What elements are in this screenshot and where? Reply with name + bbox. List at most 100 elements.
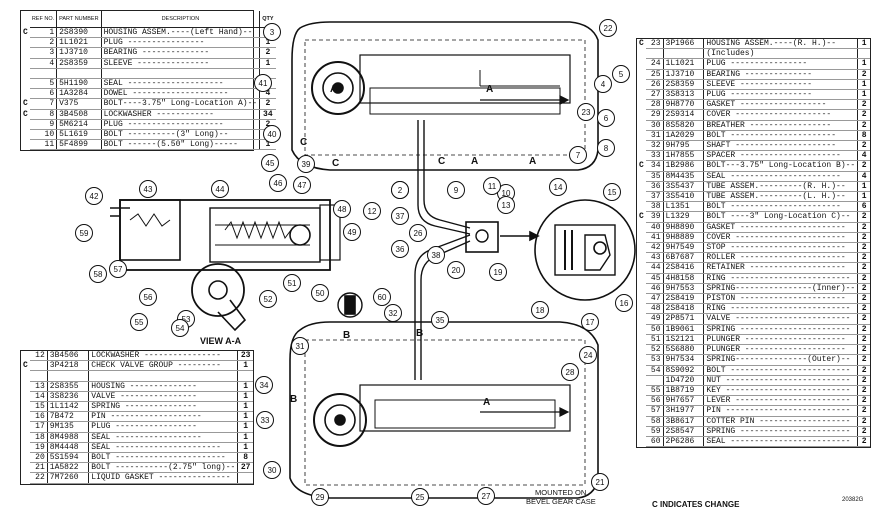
description: BREATHER ----------------- — [703, 120, 858, 131]
description: LOCKWASHER ---------------- — [88, 351, 238, 362]
description: NUT -------------------------- — [703, 375, 858, 386]
quantity: 2 — [857, 283, 870, 295]
callout-circle — [384, 304, 402, 322]
callout-circle — [211, 180, 229, 198]
description: SPACER --------------------- — [703, 150, 858, 162]
ref-number: 59 — [646, 426, 664, 437]
callout-label: 48 — [338, 205, 347, 214]
description: ROLLER ---------------------- — [703, 252, 858, 264]
description: PLUG -------------------- — [101, 119, 260, 131]
callout-circle — [597, 109, 615, 127]
description: BOLT ------------------------- — [703, 365, 858, 376]
ref-number: 35 — [646, 171, 664, 182]
table-header-row: REF NO. PART NUMBER DESCRIPTION QTY — [21, 11, 276, 28]
callout-circle — [293, 176, 311, 194]
description: SEAL ------------------------- — [703, 436, 858, 448]
part-number: 1A5822 — [47, 462, 90, 474]
callout-label: 30 — [268, 466, 277, 475]
quantity: 2 — [857, 385, 870, 397]
part-number: 6B7687 — [663, 252, 705, 264]
description: SPRING----------------(Inner)-- — [703, 283, 858, 295]
part-number: 1H7855 — [663, 150, 705, 162]
callout-label: 59 — [80, 229, 89, 238]
part-number: 1B9061 — [663, 324, 705, 335]
callout-label: 15 — [608, 188, 617, 197]
part-number: 1B8719 — [663, 385, 705, 397]
section-letter: B — [343, 330, 350, 341]
description: BOLT ---------------------- — [703, 130, 858, 142]
part-number: 1J3710 — [663, 69, 705, 80]
quantity: 1 — [857, 191, 870, 203]
ref-number: 9 — [29, 119, 58, 131]
quantity: 1 — [857, 39, 870, 50]
part-number: 1D4720 — [663, 375, 705, 386]
description: BEARING -------------- — [101, 47, 260, 59]
part-number: 1L1142 — [47, 401, 90, 413]
callout-circle — [447, 261, 465, 279]
callout-label: 6 — [604, 114, 609, 123]
description: RING ------------------------- — [703, 273, 858, 284]
description: SPRING --------------- — [88, 401, 238, 413]
part-number: 1B2986 — [663, 160, 705, 172]
quantity: 2 — [857, 375, 870, 386]
description: PLUNGER --------------------- — [703, 334, 858, 346]
part-number: 8M4988 — [47, 432, 90, 443]
part-number: 3H1977 — [663, 405, 705, 417]
quantity: 2 — [857, 232, 870, 244]
quantity: 1 — [259, 37, 276, 49]
part-number — [56, 68, 102, 80]
description: COTTER PIN ------------------- — [703, 416, 858, 427]
description: SEAL -------------------- — [101, 78, 260, 90]
quantity: 4 — [857, 150, 870, 162]
tube-assemblies — [414, 120, 499, 380]
description: TUBE ASSEM.---------(R. H.)-- — [703, 181, 858, 193]
callout-circle — [89, 265, 107, 283]
callout-label: 16 — [620, 299, 629, 308]
quantity: 2 — [857, 436, 870, 448]
ref-number: 48 — [646, 303, 664, 315]
ref-number: 39 — [646, 211, 664, 223]
callout-circle — [483, 177, 501, 195]
description: BOLT ------(5.50" Long)----- — [101, 139, 260, 151]
description: PISTON ---------------------- — [703, 293, 858, 305]
description: TUBE ASSEM.---------(L. H.)-- — [703, 191, 858, 203]
quantity: 2 — [857, 262, 870, 274]
callout-label: 9 — [454, 186, 459, 195]
part-number: 3B4506 — [47, 351, 90, 362]
ref-number: 38 — [646, 201, 664, 213]
upper-housing — [291, 21, 599, 171]
callout-label: 28 — [566, 368, 575, 377]
ref-number: 18 — [30, 432, 48, 443]
quantity: 6 — [857, 201, 870, 213]
quantity: 2 — [857, 416, 870, 427]
callout-label: 24 — [584, 351, 593, 360]
callout-circle — [497, 196, 515, 214]
part-number: 9H8890 — [663, 222, 705, 233]
callout-circle — [363, 202, 381, 220]
part-number: 3S5437 — [663, 181, 705, 193]
ref-number: 34 — [646, 160, 664, 172]
callout-label: 19 — [494, 268, 503, 277]
part-number: 4H8158 — [663, 273, 705, 284]
description: RING ------------------------- — [703, 303, 858, 315]
quantity: 2 — [857, 395, 870, 407]
part-number: 2S8355 — [47, 381, 90, 392]
description: RETAINER -------------------- — [703, 262, 858, 274]
quantity: 2 — [857, 324, 870, 335]
part-number: 9M135 — [47, 421, 90, 433]
callout-circle — [373, 288, 391, 306]
quantity: 2 — [857, 109, 870, 121]
part-number: L1351 — [663, 201, 705, 213]
quantity: 1 — [259, 139, 276, 151]
callout-circle — [477, 487, 495, 505]
